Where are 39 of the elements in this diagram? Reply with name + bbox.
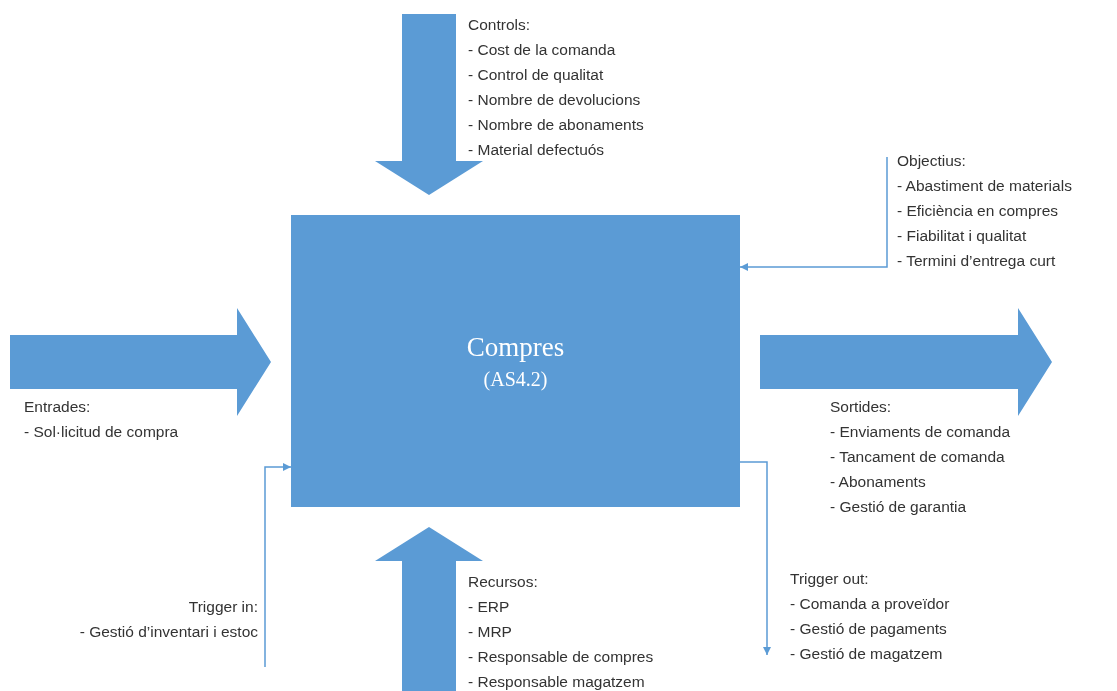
list-item: - Gestió d’inventari i estoc — [78, 622, 258, 642]
block-arrow — [10, 308, 271, 416]
list-item: - Sol·licitud de compra — [24, 422, 180, 442]
list-item: - Enviaments de comanda — [830, 422, 1012, 442]
list-heading: Objectius: — [897, 151, 967, 171]
list-item: - Nombre de abonaments — [468, 115, 645, 135]
list-item: - Responsable magatzem — [468, 672, 646, 691]
list-heading: Sortides: — [830, 397, 893, 417]
list-heading: Recursos: — [468, 572, 539, 592]
arrow — [739, 156, 888, 271]
list-item: - Fiabilitat i qualitat — [897, 226, 1028, 246]
list-item: - Responsable de compres — [468, 647, 655, 667]
arrow — [264, 463, 292, 668]
list-heading: Trigger out: — [790, 569, 870, 589]
process-box — [291, 215, 740, 507]
list-item: - Control de qualitat — [468, 65, 605, 85]
process-code: (AS4.2) — [483, 366, 548, 393]
block-arrow — [375, 14, 483, 195]
arrow — [739, 461, 771, 656]
list-item: - Termini d’entrega curt — [897, 251, 1057, 271]
process-title: Compres — [466, 331, 565, 365]
list-item: - Gestió de pagaments — [790, 619, 948, 639]
list-item: - Gestió de garantia — [830, 497, 968, 517]
block-arrow — [760, 308, 1052, 416]
list-item: - Tancament de comanda — [830, 447, 1006, 467]
list-item: - Eficiència en compres — [897, 201, 1060, 221]
list-item: - Gestió de magatzem — [790, 644, 944, 664]
list-heading: Controls: — [468, 15, 532, 35]
block-arrow — [375, 527, 483, 691]
list-item: - ERP — [468, 597, 511, 617]
list-item: - Nombre de devolucions — [468, 90, 642, 110]
list-item: - Abastiment de materials — [897, 176, 1073, 196]
list-item: - Material defectuós — [468, 140, 606, 160]
list-item: - Cost de la comanda — [468, 40, 617, 60]
list-item: - MRP — [468, 622, 513, 642]
list-item: - Abonaments — [830, 472, 927, 492]
list-heading: Trigger in: — [187, 597, 258, 617]
list-item: - Comanda a proveïdor — [790, 594, 951, 614]
list-heading: Entrades: — [24, 397, 92, 417]
